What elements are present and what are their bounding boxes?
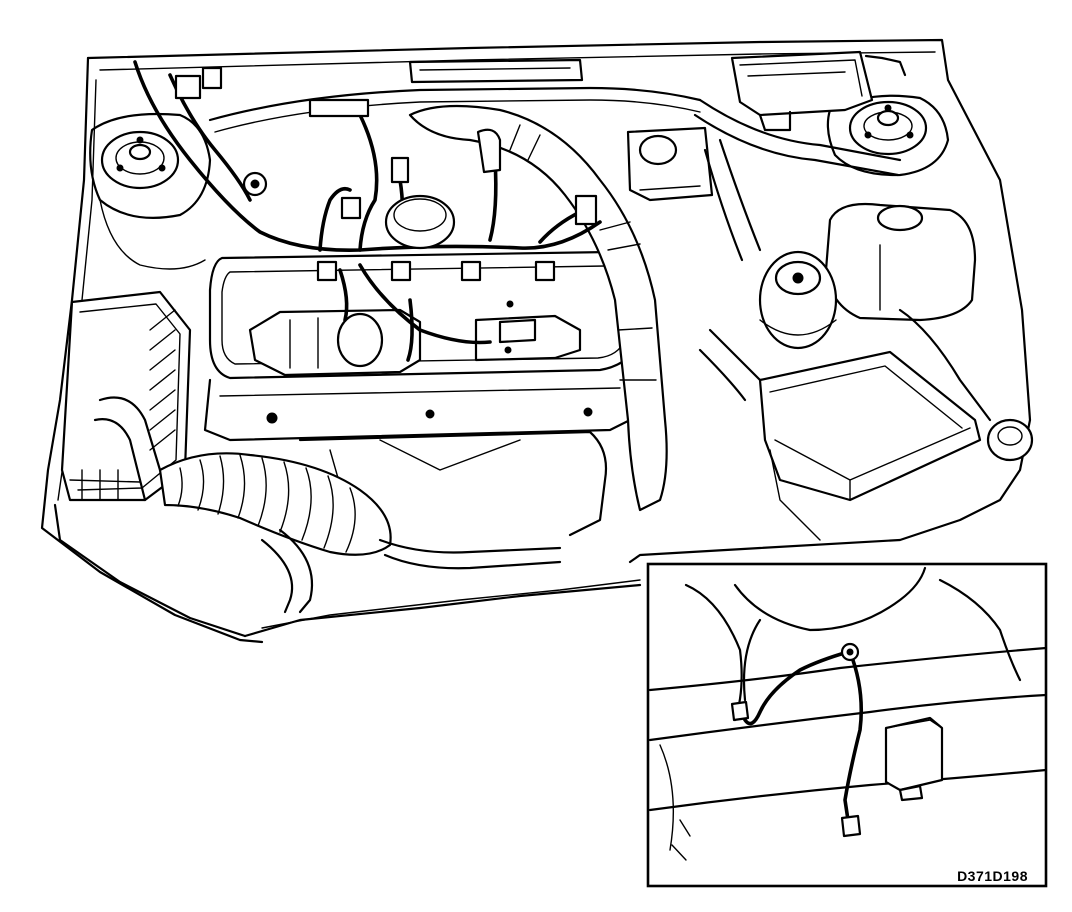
coolant-tank: [824, 202, 977, 322]
lower-hoses: [260, 528, 562, 614]
air-duct: [408, 104, 668, 512]
brake-fluid-reservoir: [626, 126, 714, 202]
figure-reference-code: D371D198: [957, 868, 1028, 884]
intake-hose: [93, 396, 392, 556]
power-steering-reservoir: [758, 250, 838, 350]
right-strut-tower: [826, 94, 950, 177]
battery: [758, 350, 1034, 541]
valve-cover: [208, 250, 642, 380]
engine-bay-body: [40, 38, 1032, 644]
left-strut-tower: [89, 112, 212, 270]
inset-detail: [646, 562, 1048, 888]
cowl-panel: [208, 58, 702, 133]
right-side-hoses: [693, 98, 992, 422]
wiring-harness: [133, 60, 602, 362]
throttle-body: [384, 194, 456, 250]
fuse-box: [730, 50, 907, 132]
